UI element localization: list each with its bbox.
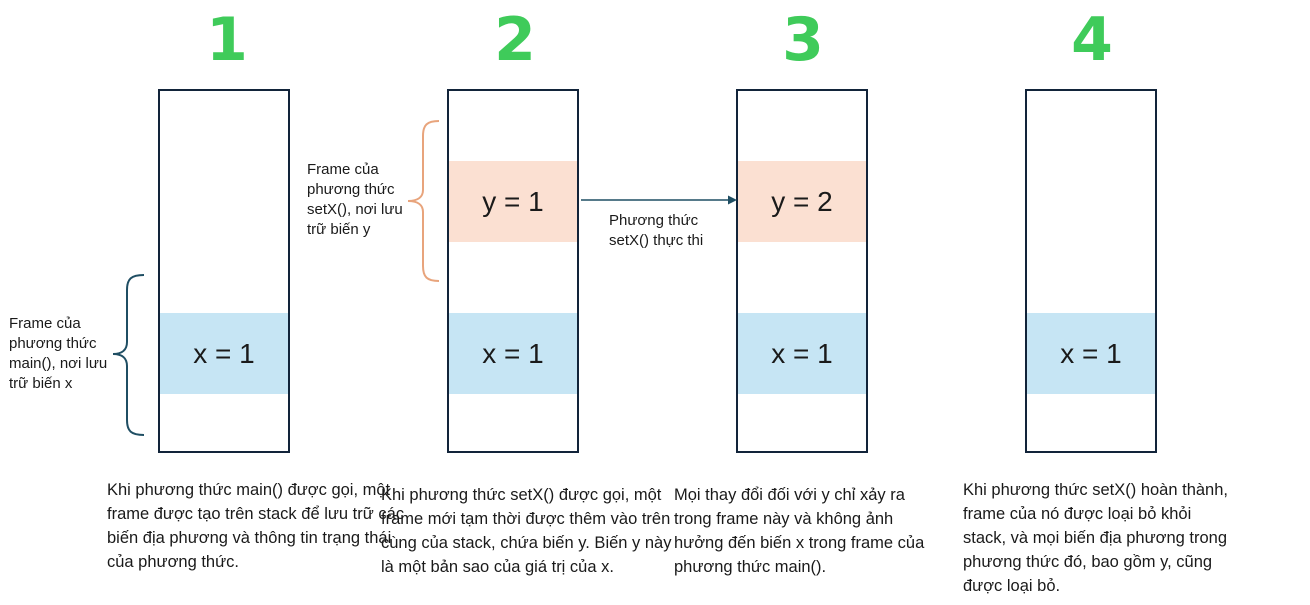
main-frame-annotation: Frame của phương thức main(), nơi lưu tr… [9, 315, 108, 392]
stack-step-2: y = 1 x = 1 [447, 89, 579, 453]
arrow-label: Phương thức setX() thực thi [609, 212, 704, 249]
description-step-4: Khi phương thức setX() hoàn thành, frame… [963, 481, 1228, 595]
setx-frame-annotation: Frame của phương thức setX(), nơi lưu tr… [307, 161, 403, 238]
frame-main-cell: x = 1 [1027, 313, 1155, 394]
frame-main-cell: x = 1 [160, 313, 288, 394]
step-number-4: 4 [1071, 5, 1113, 75]
frame-setx-cell: y = 1 [449, 161, 577, 242]
frame-setx-cell: y = 2 [738, 161, 866, 242]
stack-step-4: x = 1 [1025, 89, 1157, 453]
stack-step-1: x = 1 [158, 89, 290, 453]
stack-step-3: y = 2 x = 1 [736, 89, 868, 453]
step-number-2: 2 [494, 5, 536, 75]
description-step-3: Mọi thay đổi đối với y chỉ xảy ra trong … [674, 486, 925, 576]
execution-arrow-head [728, 195, 737, 205]
description-step-1: Khi phương thức main() được gọi, một fra… [107, 481, 405, 571]
frame-main-cell: x = 1 [738, 313, 866, 394]
step-number-1: 1 [206, 5, 248, 75]
step-number-3: 3 [782, 5, 824, 75]
frame-main-cell: x = 1 [449, 313, 577, 394]
main-frame-brace [112, 274, 145, 436]
setx-frame-brace [407, 120, 440, 282]
description-step-2: Khi phương thức setX() được gọi, một fra… [381, 486, 672, 576]
